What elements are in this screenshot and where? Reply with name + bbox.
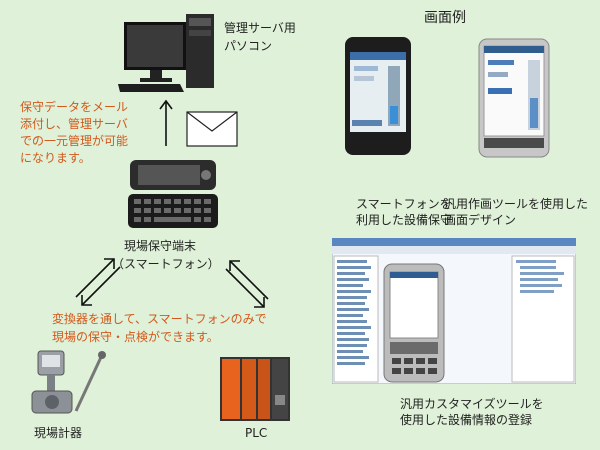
admin-pc-image xyxy=(118,14,214,92)
field-terminal-label-line2: （スマートフォン） xyxy=(112,257,220,271)
mail-note-line1: 保守データをメール xyxy=(20,100,129,114)
plc-label: PLC xyxy=(245,426,268,440)
drawing-caption-line2: 画面デザイン xyxy=(444,213,517,227)
mail-note-line4: になります。 xyxy=(20,151,91,165)
drawing-tool-screen-image xyxy=(478,38,550,158)
customize-tool-screen-image xyxy=(332,238,576,384)
custom-caption-line2: 使用した設備情報の登録 xyxy=(400,413,533,427)
screen-examples-title: 画面例 xyxy=(424,10,466,26)
converter-note-line1: 変換器を通して、スマートフォンのみで xyxy=(52,312,267,326)
smartphone-caption-line2: 利用した設備保守 xyxy=(356,213,453,227)
field-instrument-image xyxy=(31,350,106,414)
plc-image xyxy=(220,357,290,421)
smartphone-screen-image xyxy=(345,37,411,155)
converter-note-line2: 現場の保守・点検ができます。 xyxy=(52,330,219,344)
admin-pc-label-line1: 管理サーバ用 xyxy=(224,21,296,35)
field-instrument-label: 現場計器 xyxy=(34,426,83,440)
custom-caption-line1: 汎用カスタマイズツールを xyxy=(400,397,544,411)
left-double-arrow-icon xyxy=(75,258,121,306)
drawing-caption-line1: 汎用作画ツールを使用した xyxy=(444,197,589,211)
up-arrow-icon xyxy=(159,99,173,146)
right-double-arrow-icon xyxy=(225,260,269,308)
field-terminal-label-line1: 現場保守端末 xyxy=(124,239,197,253)
mail-note-line3: での一元管理が可能 xyxy=(20,134,129,148)
mail-envelope-icon xyxy=(186,111,238,147)
admin-pc-label-line2: パソコン xyxy=(224,39,273,53)
smartphone-caption-line1: スマートフォンを xyxy=(356,197,452,211)
field-terminal-image xyxy=(128,160,218,228)
mail-note-line2: 添付し、管理サーバ xyxy=(20,117,128,131)
